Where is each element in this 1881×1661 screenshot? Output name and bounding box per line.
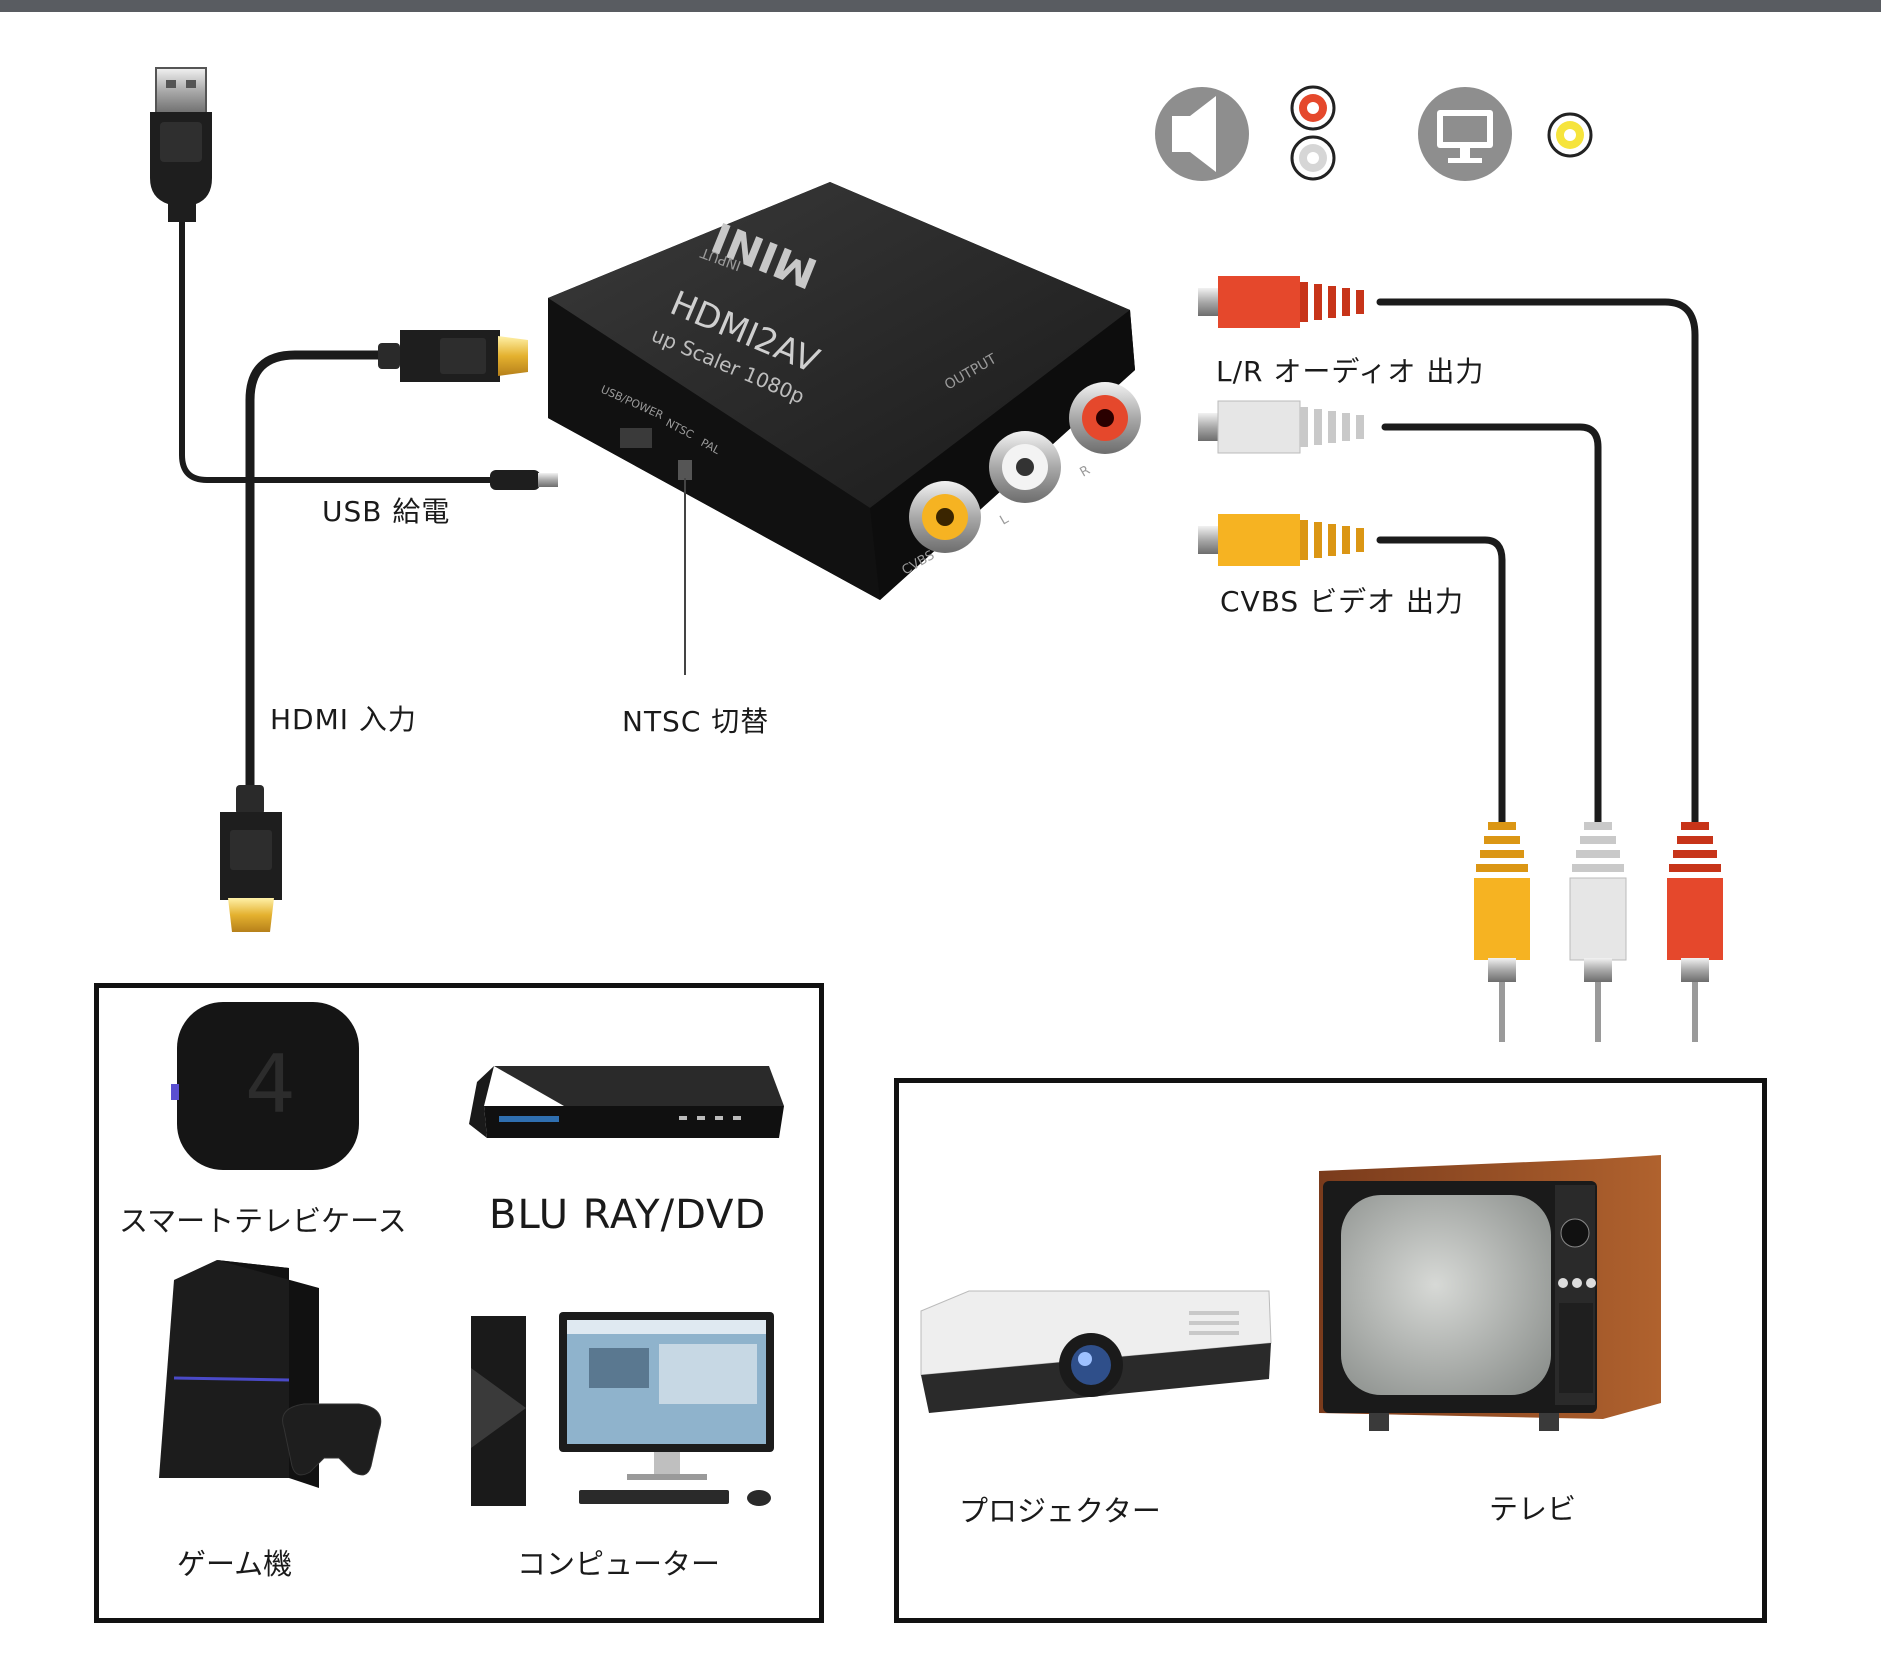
- output-label-projector: プロジェクター: [959, 1494, 1161, 1528]
- rca-port-red: [1069, 382, 1141, 454]
- rca-yellow-icon: [1547, 112, 1593, 158]
- hdmi2av-converter: MINI HDMI2AV up Scaler 1080p INPUT OUTPU…: [548, 182, 1141, 600]
- crt-tv-icon: [1319, 1155, 1661, 1431]
- hdmi-plug-top-icon: [378, 330, 528, 382]
- source-label-bluray: BLU RAY/DVD: [489, 1192, 767, 1238]
- rca-cables: [1376, 298, 1699, 829]
- streaming-box-number: 4: [245, 1038, 296, 1131]
- rca-port-yellow: [909, 481, 981, 553]
- rca-port-white: [989, 431, 1061, 503]
- label-hdmi-input: HDMI 入力: [270, 703, 417, 736]
- rca-plug-white-horizontal: [1158, 400, 1364, 454]
- rca-red-white-icon: [1290, 85, 1336, 181]
- bluray-player-icon: [469, 1066, 784, 1138]
- source-label-game-console: ゲーム機: [177, 1547, 293, 1581]
- label-cvbs-video-out: CVBS ビデオ 出力: [1220, 585, 1464, 618]
- output-label-tv: テレビ: [1489, 1492, 1577, 1526]
- device-l-label: L: [998, 511, 1012, 528]
- label-usb-power: USB 給電: [322, 495, 451, 528]
- output-devices-art: [920, 1155, 1661, 1431]
- hdmi-plug-bottom-icon: [220, 785, 282, 932]
- top-border: [0, 0, 1881, 12]
- label-lr-audio-out: L/R オーディオ 出力: [1216, 355, 1485, 388]
- usb-cable: [179, 212, 498, 483]
- projector-icon: [920, 1290, 1272, 1413]
- rca-plug-yellow-horizontal: [1158, 514, 1364, 566]
- rca-plug-yellow-vertical: [1474, 822, 1530, 1042]
- rca-plug-white-vertical: [1569, 822, 1627, 1042]
- rca-plug-red-vertical: [1667, 822, 1723, 1042]
- output-devices-box: プロジェクター テレビ: [894, 1078, 1767, 1623]
- source-label-computer: コンピューター: [517, 1547, 721, 1581]
- device-r-label: R: [1078, 463, 1093, 481]
- source-devices-box: 4 スマー: [94, 983, 824, 1623]
- usb-micro-plug-icon: [490, 470, 558, 490]
- monitor-icon: [1418, 87, 1512, 181]
- speaker-icon: [1155, 87, 1249, 181]
- source-label-smart-tv-box: スマートテレビケース: [119, 1204, 407, 1238]
- usb-plug-icon: [150, 67, 212, 222]
- hdmi-cable: [245, 350, 390, 795]
- micro-usb-port: [620, 428, 652, 448]
- desktop-computer-icon: [471, 1312, 774, 1506]
- ntsc-pal-switch: [678, 460, 692, 480]
- source-devices-art: 4: [159, 1002, 784, 1506]
- rca-plug-red-horizontal: [1158, 276, 1364, 328]
- label-ntsc-switch: NTSC 切替: [622, 705, 770, 738]
- game-console-icon: [159, 1260, 382, 1488]
- streaming-box-icon: 4: [171, 1002, 359, 1170]
